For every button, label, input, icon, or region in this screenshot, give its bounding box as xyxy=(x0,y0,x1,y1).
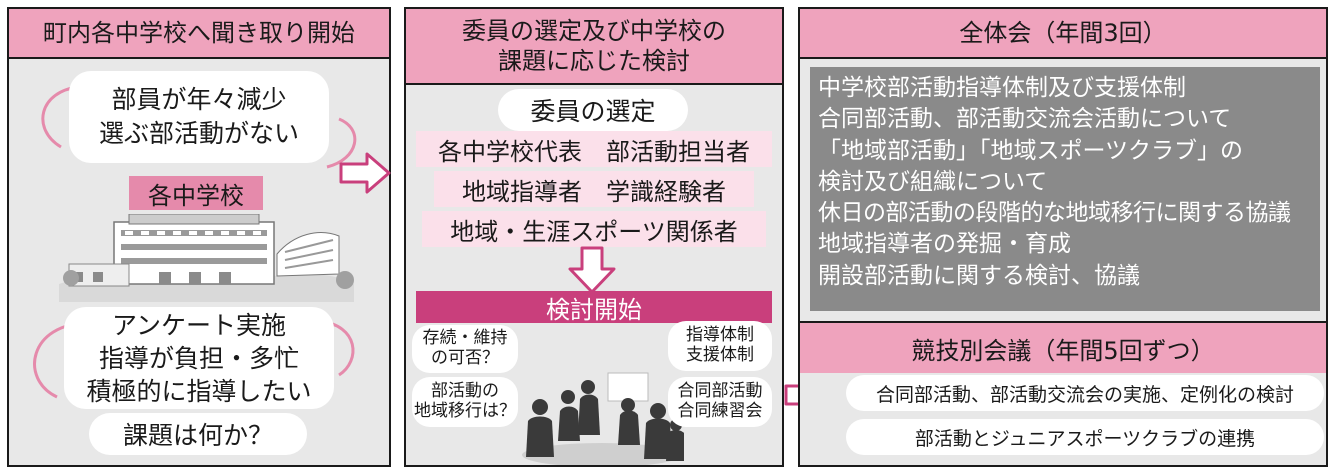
middle-panel-title: 委員の選定及び中学校の 課題に応じた検討 xyxy=(406,9,782,85)
left-panel-title: 町内各中学校へ聞き取り開始 xyxy=(9,9,389,59)
plenary-item: 中学校部活動指導体制及び支援体制 xyxy=(818,75,1186,101)
school-label: 各中学校 xyxy=(129,176,263,210)
plenary-item: 合同部活動、部活動交流会活動について xyxy=(818,106,1232,133)
question-issue: 課題は何か？ xyxy=(89,413,307,455)
topic-regional-transition: 部活動の 地域移行は？ xyxy=(412,377,518,427)
plenary-item: 地域指導者の発掘・育成 xyxy=(818,231,1071,258)
plenary-item: 「地域部活動」「地域スポーツクラブ」の xyxy=(818,137,1244,164)
member-row-1: 各中学校代表 部活動担当者 xyxy=(416,131,772,167)
arrow-right-icon xyxy=(339,152,391,194)
middle-panel: 委員の選定及び中学校の 課題に応じた検討 委員の選定 各中学校代表 部活動担当者… xyxy=(404,7,784,467)
meeting-illustration xyxy=(522,372,684,465)
school-building-illustration xyxy=(59,214,354,302)
member-row-3: 地域・生涯スポーツ関係者 xyxy=(422,211,766,247)
plenary-item: 休日の部活動の段階的な地域移行に関する協議 xyxy=(818,200,1291,227)
right-panel: 全体会（年間3回） 中学校部活動指導体制及び支援体制 合同部活動、部活動交流会活… xyxy=(798,7,1328,467)
left-panel: 町内各中学校へ聞き取り開始 部員が年々減少 選ぶ部活動がない 各中学校 xyxy=(7,7,391,467)
sport-item-junior-club: 部活動とジュニアスポーツクラブの連携 xyxy=(846,419,1324,455)
topic-joint-club: 合同部活動 合同練習会 xyxy=(668,377,772,427)
sport-meeting-title: 競技別会議（年間5回ずつ） xyxy=(800,321,1326,373)
topic-guidance-support: 指導体制 支援体制 xyxy=(668,321,772,371)
bubble-survey: アンケート実施 指導が負担・多忙 積極的に指導したい xyxy=(64,307,334,409)
start-label: 検討開始 xyxy=(416,291,772,324)
bubble-member-decline: 部員が年々減少 選ぶ部活動がない xyxy=(69,71,329,163)
sport-item-joint-club: 合同部活動、部活動交流会の実施、定例化の検討 xyxy=(846,375,1324,411)
member-row-2: 地域指導者 学識経験者 xyxy=(434,171,754,207)
plenary-item: 検討及び組織について xyxy=(818,168,1048,195)
topic-continuation: 存続・維持 の可否？ xyxy=(412,325,518,373)
arrow-down-icon xyxy=(568,246,616,294)
plenary-items-box: 中学校部活動指導体制及び支援体制 合同部活動、部活動交流会活動について 「地域部… xyxy=(810,67,1320,311)
plenary-title: 全体会（年間3回） xyxy=(800,9,1326,59)
selection-label: 委員の選定 xyxy=(498,89,688,131)
bubble-outline-1 xyxy=(41,85,357,169)
plenary-item: 開設部活動に関する検討、協議 xyxy=(818,262,1140,289)
